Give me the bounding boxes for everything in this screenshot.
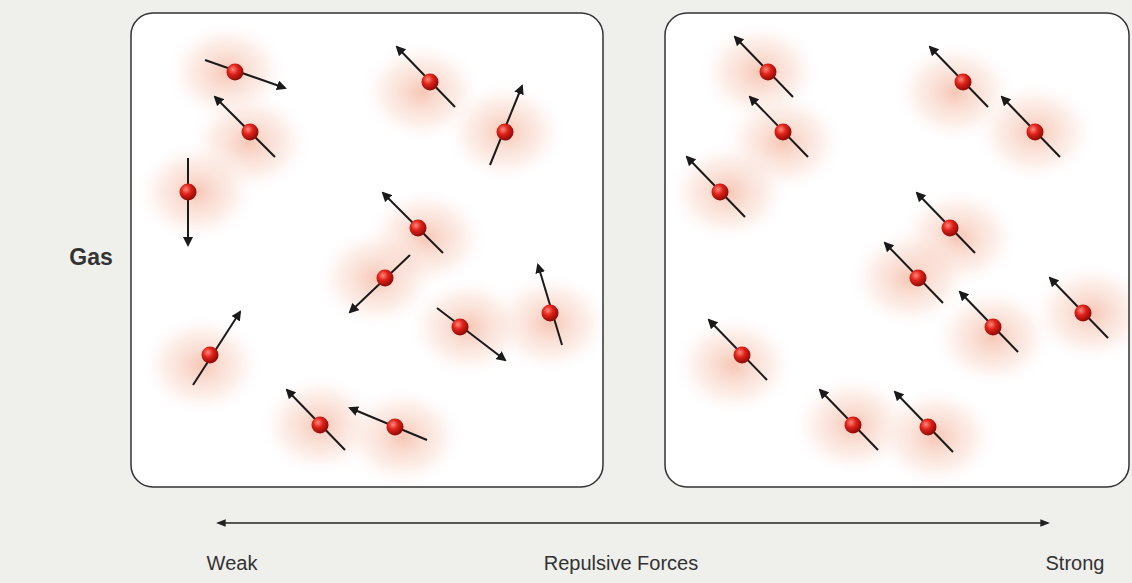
spin-arrow	[687, 157, 745, 217]
axis-title: Repulsive Forces	[544, 552, 699, 575]
particle	[712, 184, 729, 201]
spin-arrow	[960, 292, 1018, 352]
particle	[410, 220, 427, 237]
particle	[422, 74, 439, 91]
spin-arrow	[1050, 278, 1108, 338]
left-box-border	[131, 13, 603, 487]
particle	[845, 417, 862, 434]
particle	[242, 124, 259, 141]
left-box	[131, 13, 603, 487]
density-blob	[443, 80, 567, 184]
spin-arrow	[490, 86, 522, 165]
spin-arrow	[735, 37, 793, 97]
scale-label: Strong	[1046, 552, 1105, 575]
density-blob	[134, 140, 258, 244]
particle	[760, 64, 777, 81]
particle	[734, 347, 751, 364]
spin-arrow	[709, 320, 767, 380]
density-blob	[140, 313, 264, 417]
particle	[1075, 305, 1092, 322]
spin-arrow	[215, 97, 275, 157]
spin-arrow	[350, 255, 410, 312]
right-box-border	[665, 13, 1129, 487]
particle	[955, 74, 972, 91]
spin-arrow	[885, 243, 943, 303]
particle	[775, 124, 792, 141]
spin-arrow	[193, 312, 240, 385]
spin-particles	[180, 37, 1109, 452]
particle	[1027, 124, 1044, 141]
density-blob	[406, 275, 530, 379]
spin-arrow	[205, 60, 285, 88]
spin-arrow	[1002, 97, 1060, 157]
spin-arrow	[287, 390, 345, 450]
density-blob	[1029, 261, 1129, 365]
density-blob	[672, 313, 796, 417]
spin-arrow	[350, 408, 427, 440]
particle	[920, 419, 937, 436]
spin-arrow	[917, 193, 975, 253]
density-cloud	[666, 20, 1129, 487]
particle	[227, 64, 244, 81]
particle	[377, 270, 394, 287]
particle	[180, 184, 197, 201]
particle	[942, 220, 959, 237]
spin-arrow	[187, 158, 189, 245]
density-blob	[341, 385, 465, 487]
particle	[387, 419, 404, 436]
particle	[497, 124, 514, 141]
scale-label: Weak	[207, 552, 258, 575]
particle	[542, 305, 559, 322]
spin-arrow	[895, 392, 953, 452]
spin-arrow	[930, 47, 988, 107]
density-blob	[874, 385, 998, 487]
particle	[452, 319, 469, 336]
particle	[910, 270, 927, 287]
spin-arrow	[437, 308, 505, 360]
spin-arrow	[750, 97, 808, 157]
spin-arrow	[383, 193, 443, 253]
density-blob	[666, 140, 790, 244]
scale-arrow	[218, 522, 1048, 524]
particle	[312, 417, 329, 434]
row-label: Gas	[69, 244, 112, 271]
particle	[985, 319, 1002, 336]
spin-arrow	[820, 390, 878, 450]
particle	[202, 347, 219, 364]
spin-arrow	[397, 47, 455, 107]
density-cloud	[134, 20, 603, 487]
spin-arrow	[538, 265, 562, 345]
density-blob	[973, 80, 1097, 184]
